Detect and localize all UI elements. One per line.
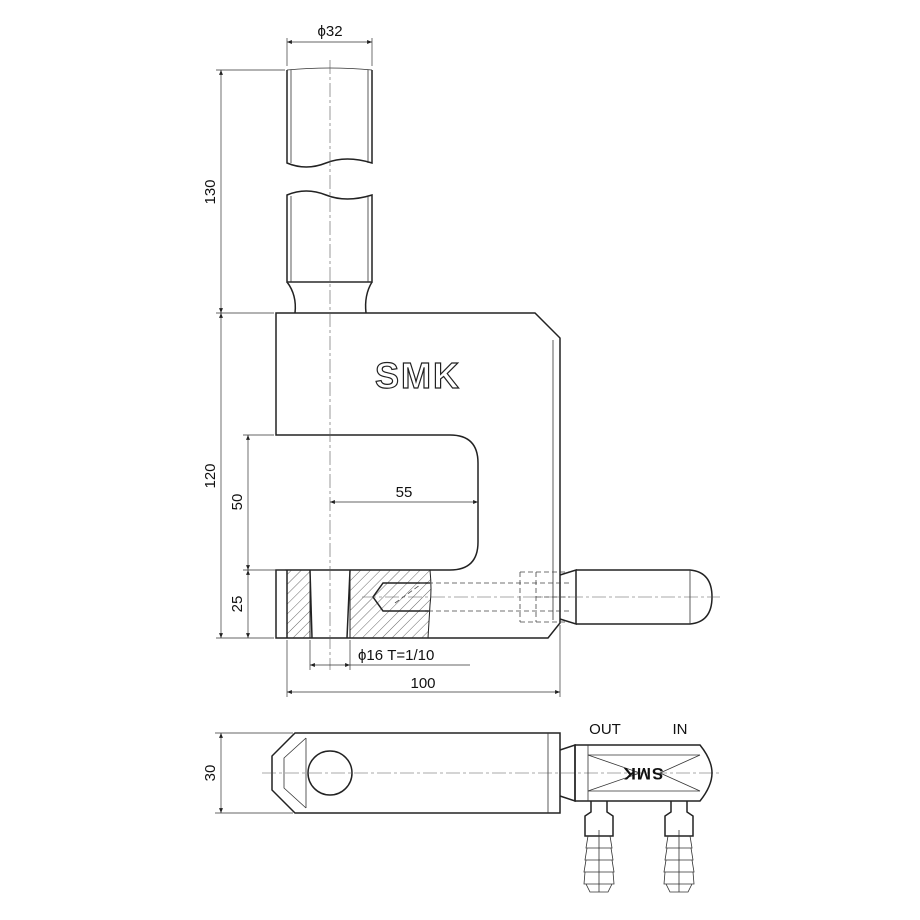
logo-side: SMK [623,764,664,783]
dim-taper-hole: ϕ16 T=1/10 [358,647,434,664]
port-block: SMK [574,744,713,802]
front-view: SMK ϕ32 130 120 50 25 55 ϕ16 T=1/10 [202,23,720,697]
hose-barb-out [583,801,615,893]
section-hatch [286,569,432,639]
dim-body-width: 100 [410,675,435,692]
c-clamp-body [275,312,561,639]
dim-body-thickness: 30 [202,765,219,782]
dim-rod-length: 130 [202,179,219,204]
dim-rod-diameter: ϕ32 [317,23,342,40]
dim-jaw-opening: 50 [229,494,246,511]
dim-body-height: 120 [202,463,219,488]
dim-lower-thickness: 25 [229,596,246,613]
hidden-bore [372,571,570,623]
bottom-view: SMK OUT IN 30 [202,721,720,893]
port-in-label: IN [673,721,688,738]
rod [286,67,373,314]
logo-front: SMK [375,355,461,396]
dim-jaw-depth: 55 [396,484,413,501]
port-out-label: OUT [589,721,621,738]
hose-barb-in [663,801,695,893]
bottom-body [271,732,561,814]
